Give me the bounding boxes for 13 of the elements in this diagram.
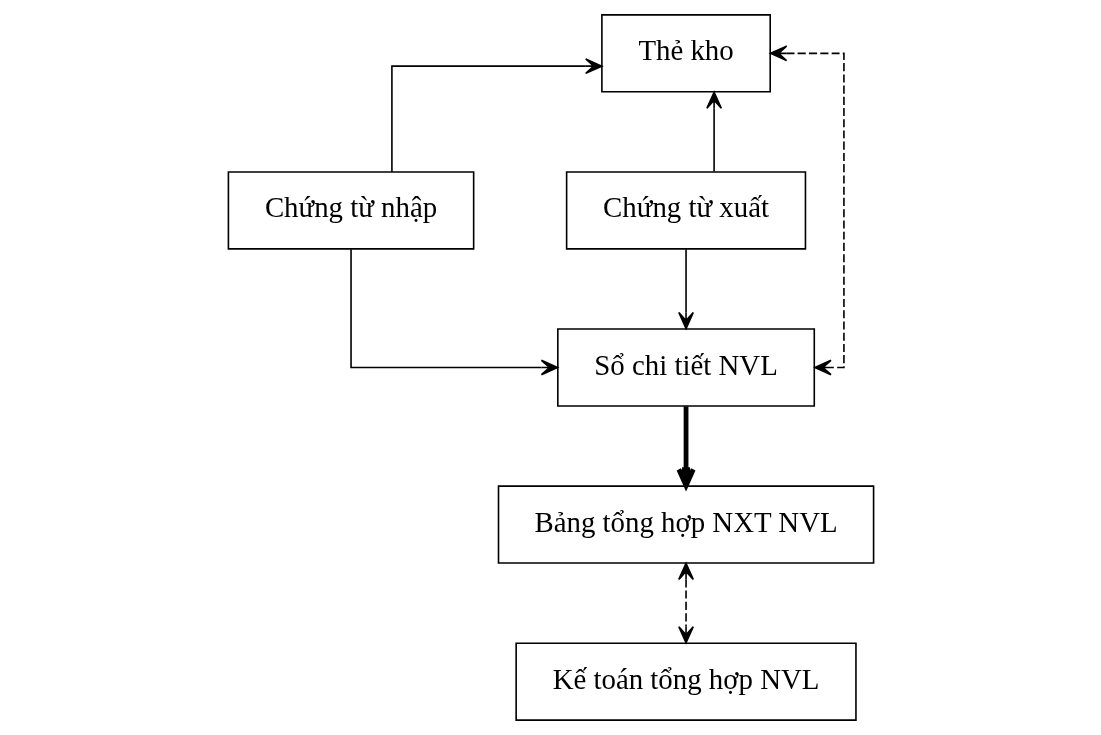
node-box: Kế toán tổng hợp NVL bbox=[514, 642, 857, 721]
arrow bbox=[675, 406, 696, 489]
arrow bbox=[677, 562, 694, 644]
arrow bbox=[769, 45, 845, 376]
node-box: Chứng từ xuất bbox=[565, 171, 806, 250]
arrow bbox=[390, 58, 603, 173]
arrow bbox=[705, 91, 722, 173]
node-box: Thẻ kho bbox=[600, 14, 771, 93]
arrow bbox=[677, 248, 694, 330]
node-box: Chứng từ nhập bbox=[227, 171, 474, 250]
arrow bbox=[349, 248, 558, 376]
node-box: Sổ chi tiết NVL bbox=[556, 328, 815, 407]
node-box: Bảng tổng hợp NXT NVL bbox=[497, 485, 874, 564]
